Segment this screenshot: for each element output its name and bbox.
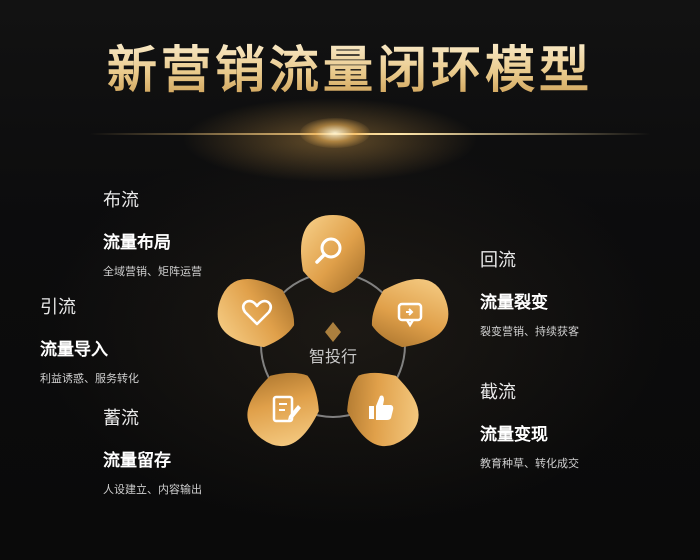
category-label: 回流 bbox=[480, 250, 516, 271]
block-jieliu: 截流 流量变现 教育种草、转化成交 bbox=[480, 378, 579, 471]
light-flare-glow bbox=[300, 118, 370, 148]
description-text: 人设建立、内容输出 bbox=[103, 483, 202, 496]
thumbs-up-icon bbox=[369, 395, 394, 420]
block-yinliu: 引流 流量导入 利益诱惑、服务转化 bbox=[40, 293, 139, 386]
edit-icon bbox=[272, 395, 301, 423]
description-text: 全域营销、矩阵运营 bbox=[103, 265, 202, 278]
category-label: 蓄流 bbox=[103, 408, 139, 429]
subtitle-label: 流量导入 bbox=[40, 340, 108, 360]
heart-icon bbox=[241, 299, 273, 326]
category-label: 布流 bbox=[103, 190, 139, 211]
subtitle-label: 流量裂变 bbox=[480, 293, 548, 313]
search-icon bbox=[315, 237, 342, 264]
description-text: 教育种草、转化成交 bbox=[480, 457, 579, 470]
center-logo-icon bbox=[325, 322, 341, 342]
category-label: 截流 bbox=[480, 382, 516, 403]
petal-chat[interactable] bbox=[362, 271, 456, 356]
category-label: 引流 bbox=[40, 297, 76, 318]
subtitle-label: 流量布局 bbox=[103, 233, 171, 253]
block-buliu: 布流 流量布局 全域营销、矩阵运营 bbox=[103, 186, 202, 279]
petal-search[interactable] bbox=[301, 215, 365, 293]
petal-heart[interactable] bbox=[210, 271, 304, 356]
center-label: 智投行 bbox=[309, 347, 357, 366]
light-flare-line bbox=[90, 133, 650, 135]
subtitle-label: 流量变现 bbox=[480, 425, 548, 445]
chat-icon bbox=[397, 302, 423, 328]
description-text: 利益诱惑、服务转化 bbox=[40, 372, 139, 385]
subtitle-label: 流量留存 bbox=[103, 451, 171, 471]
description-text: 裂变营销、持续获客 bbox=[480, 325, 579, 338]
page-title: 新营销流量闭环模型 bbox=[0, 30, 700, 102]
block-xuliu: 蓄流 流量留存 人设建立、内容输出 bbox=[103, 404, 202, 497]
block-huiliu: 回流 流量裂变 裂变营销、持续获客 bbox=[480, 246, 579, 339]
petal-edit[interactable] bbox=[236, 357, 334, 458]
